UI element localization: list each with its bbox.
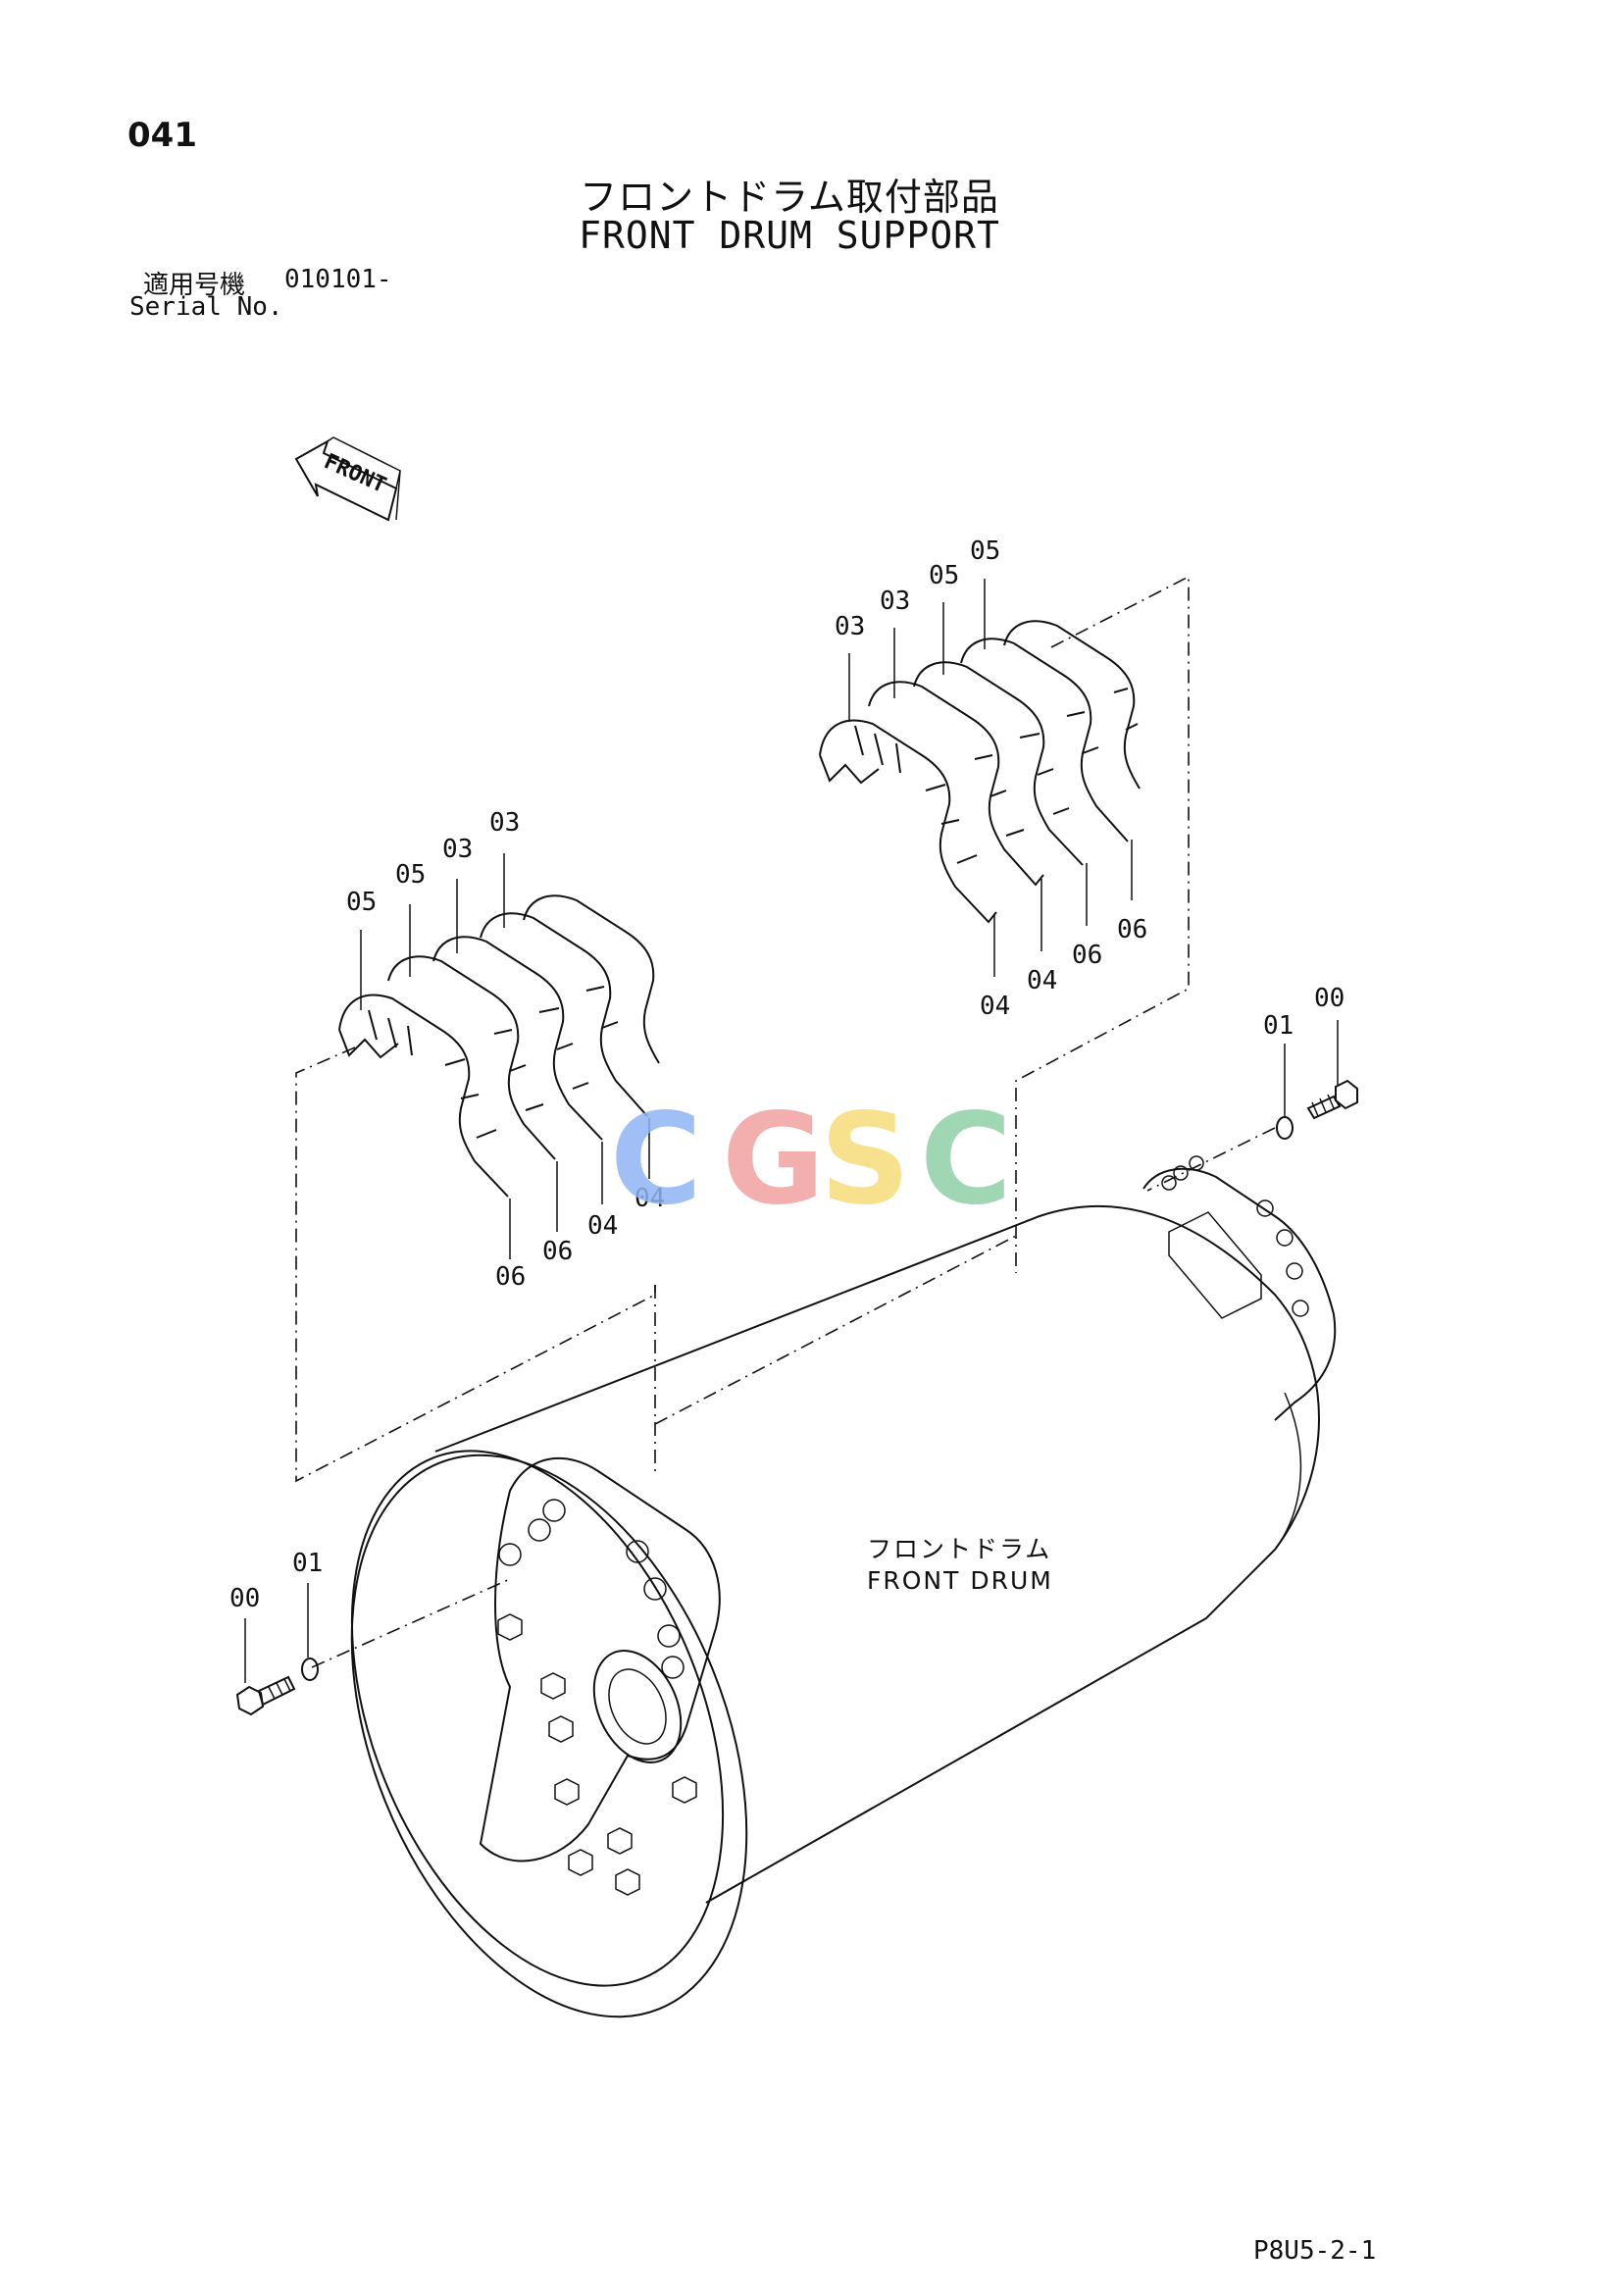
bolt-right-icon xyxy=(1306,1079,1358,1120)
watermark-letter-2: G xyxy=(722,1087,825,1233)
bolt-left-assembly: 00 01 xyxy=(229,1549,323,1716)
callout-04-c: 04 xyxy=(587,1211,618,1241)
serial-value: 010101- xyxy=(284,265,392,294)
callout-06-a: 06 xyxy=(1072,941,1102,970)
callout-06-c: 06 xyxy=(495,1262,526,1292)
page-title-en: FRONT DRUM SUPPORT xyxy=(579,214,1000,257)
callout-05-d: 05 xyxy=(395,860,426,890)
watermark-letter-3: S xyxy=(820,1087,910,1233)
callout-01-left: 01 xyxy=(292,1549,323,1578)
callout-05-b: 05 xyxy=(970,536,1000,566)
callout-04-a: 04 xyxy=(980,992,1010,1021)
callout-04-b: 04 xyxy=(1027,966,1057,995)
watermark-letter-1: C xyxy=(610,1087,702,1233)
callout-00-left: 00 xyxy=(229,1584,260,1613)
callout-03-d: 03 xyxy=(489,808,520,838)
watermark-letter-4: C xyxy=(920,1087,1012,1233)
left-shim-group: 05 05 03 03 06 06 04 04 xyxy=(295,808,665,1483)
page-title-jp: フロントドラム取付部品 xyxy=(580,176,999,219)
callout-03-b: 03 xyxy=(880,587,910,616)
washer-right-icon xyxy=(1276,1116,1294,1140)
front-arrow-icon: FRONT xyxy=(294,436,401,522)
callout-04-d: 04 xyxy=(634,1184,665,1213)
callout-06-d: 06 xyxy=(542,1237,573,1266)
callout-05-a: 05 xyxy=(929,561,959,590)
watermark-logo: C G S C xyxy=(610,1087,1012,1233)
page-code: P8U5-2-1 xyxy=(1253,2236,1377,2266)
front-drum: フロントドラム FRONT DRUM xyxy=(350,1155,1337,2018)
drum-label-jp: フロントドラム xyxy=(867,1535,1051,1563)
leader-line-left xyxy=(654,1235,1017,1425)
callout-00-right: 00 xyxy=(1314,984,1345,1013)
callout-03-a: 03 xyxy=(835,612,865,641)
callout-01-right: 01 xyxy=(1263,1011,1294,1041)
callout-03-c: 03 xyxy=(442,835,473,864)
callout-05-c: 05 xyxy=(346,888,377,917)
top-shim-group: 03 03 05 05 04 04 06 06 xyxy=(819,536,1190,1273)
bolt-right-assembly: 00 01 xyxy=(1263,984,1358,1140)
callout-06-b: 06 xyxy=(1117,915,1147,944)
leader-line-bolt-left xyxy=(311,1578,511,1668)
serial-label-en: Serial No. xyxy=(129,292,283,322)
bolt-left-icon xyxy=(235,1675,296,1716)
page-number: 041 xyxy=(127,116,197,155)
leader-line-bolt-right xyxy=(1146,1127,1276,1192)
drum-label-en: FRONT DRUM xyxy=(867,1566,1053,1595)
serial-label-jp: 適用号機 xyxy=(143,271,246,300)
washer-left-icon xyxy=(301,1658,319,1681)
